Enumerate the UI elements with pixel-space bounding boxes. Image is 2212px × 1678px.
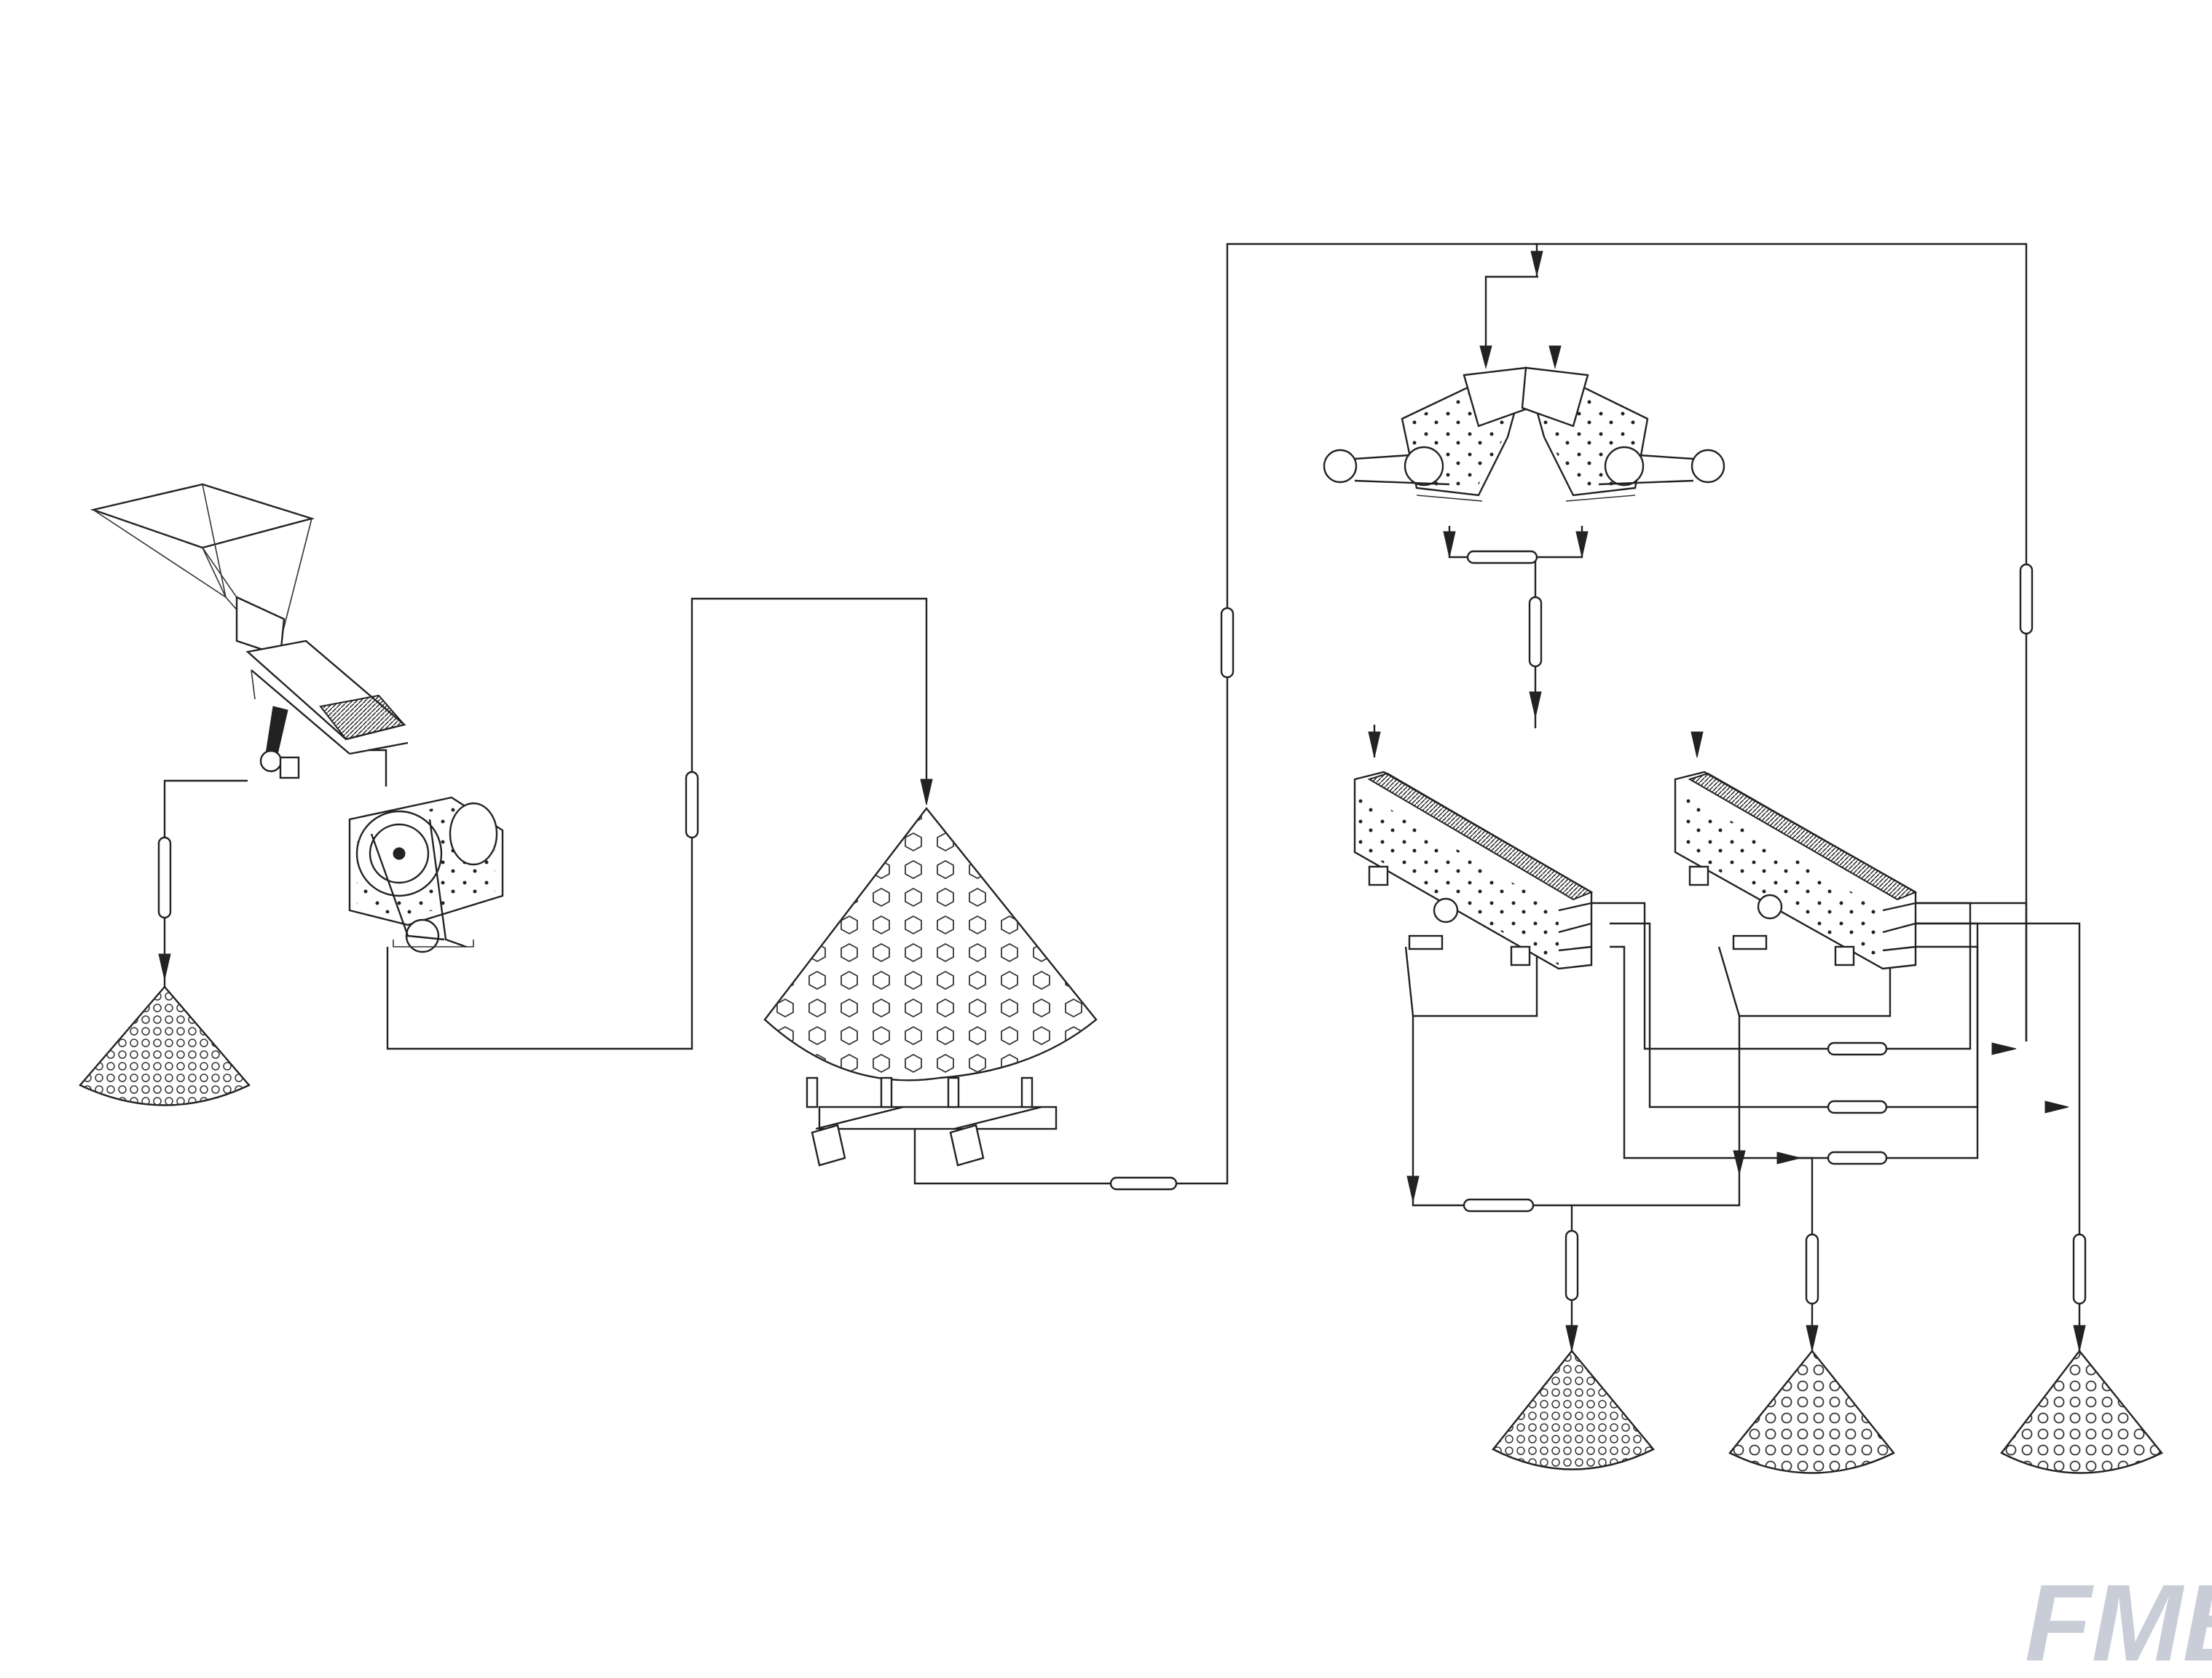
under-pile-feeders [806,1076,1058,1167]
stockpile-icon [763,807,1098,1082]
impact-crusher-left [1323,366,1531,502]
hopper-icon [90,483,315,657]
vibrating-screen-right [1674,771,1918,970]
product-pile-3 [2000,1350,2163,1474]
product-pile-1 [1492,1350,1655,1470]
vibrating-screen-left [1353,771,1594,970]
product-pile-2 [1728,1350,1895,1474]
flow-arrows [158,251,2086,1352]
conveyor-markers [157,550,2087,1305]
jaw-crusher-icon [348,796,504,953]
product-pile-waste [79,985,251,1106]
fmb-logo: FMB [2025,1561,2212,1678]
feeder-icon [245,639,409,779]
impact-crusher-right [1521,366,1725,502]
